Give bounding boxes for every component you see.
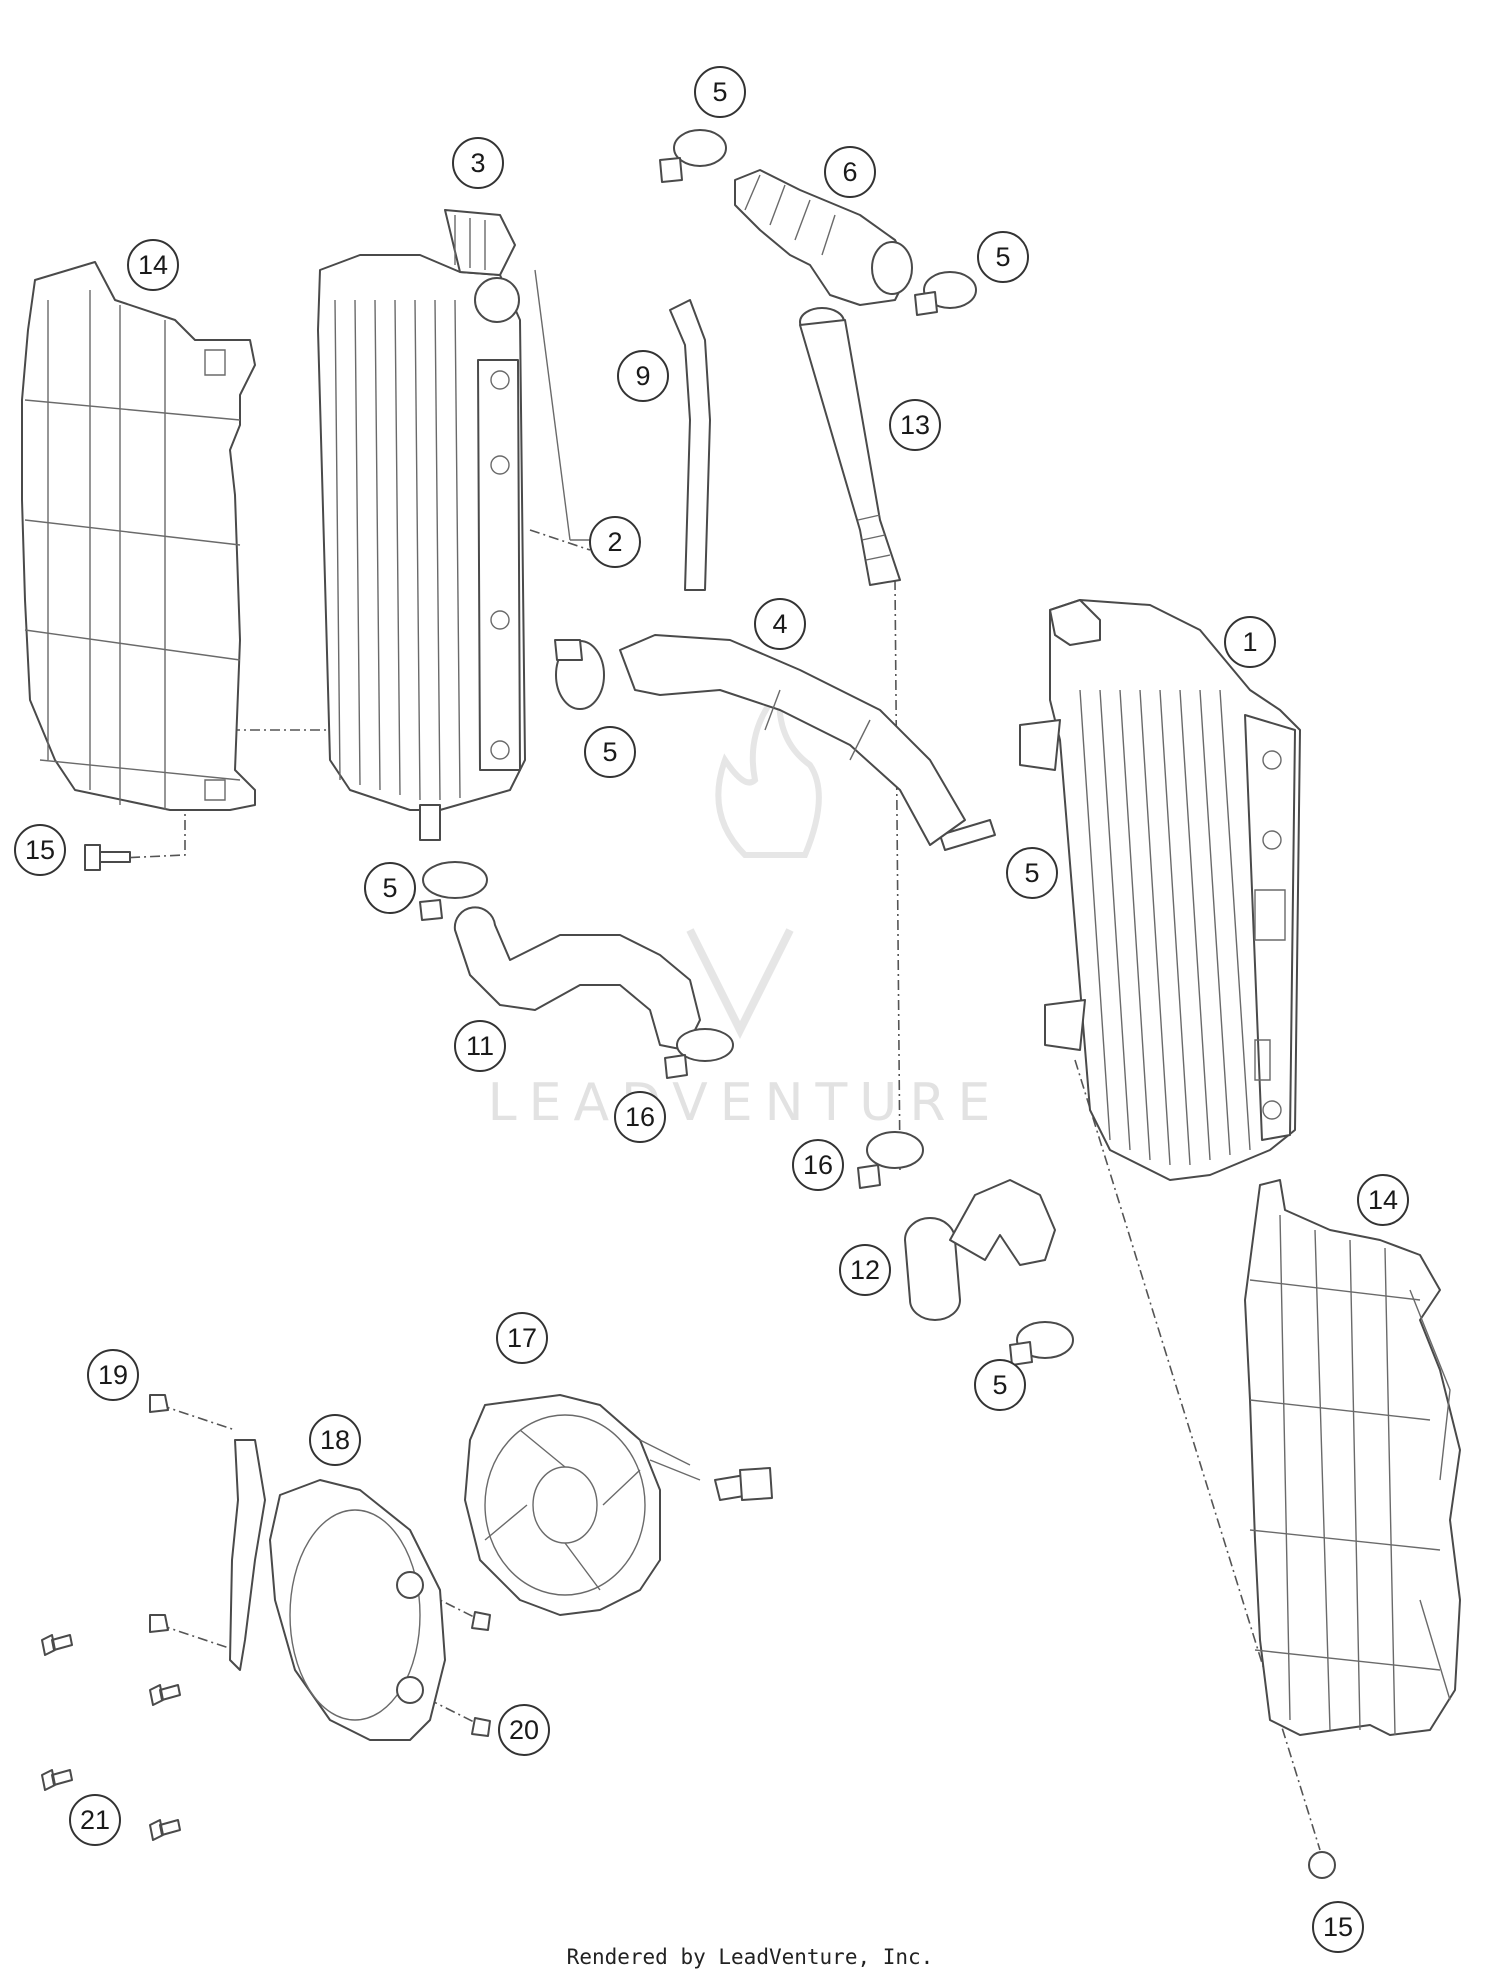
- callout-17: 17: [496, 1312, 548, 1364]
- cooling-fan: [464, 1394, 773, 1616]
- svg-text:21: 21: [80, 1805, 110, 1835]
- svg-text:4: 4: [772, 609, 787, 639]
- svg-text:20: 20: [509, 1715, 539, 1745]
- radiator-shroud-right: [1244, 1179, 1461, 1736]
- callout-5-b: 5: [977, 231, 1029, 283]
- svg-text:15: 15: [1323, 1912, 1353, 1942]
- svg-text:19: 19: [98, 1360, 128, 1390]
- radiator-right: [1019, 599, 1301, 1181]
- watermark-text: LEADVENTURE: [488, 1073, 1003, 1133]
- callout-4: 4: [754, 598, 806, 650]
- svg-text:11: 11: [466, 1031, 494, 1061]
- svg-text:5: 5: [382, 873, 397, 903]
- callout-13: 13: [889, 399, 941, 451]
- callout-2: 2: [589, 516, 641, 568]
- svg-text:15: 15: [25, 835, 55, 865]
- svg-text:12: 12: [850, 1255, 880, 1285]
- svg-text:6: 6: [842, 157, 857, 187]
- thermostat-housing: [734, 169, 913, 306]
- radiator-hose-lower-left: [453, 906, 701, 1051]
- callout-12: 12: [839, 1244, 891, 1296]
- radiator-shroud-left: [21, 261, 256, 811]
- callout-5-a: 5: [694, 66, 746, 118]
- callout-5-c: 5: [584, 726, 636, 778]
- callout-5-e: 5: [1006, 847, 1058, 899]
- bolts-15: [84, 844, 1336, 1879]
- hose-clamps: [419, 129, 1074, 1366]
- fan-shroud: [229, 1439, 446, 1741]
- svg-text:18: 18: [320, 1425, 350, 1455]
- svg-text:5: 5: [602, 737, 617, 767]
- svg-text:16: 16: [625, 1102, 655, 1132]
- callout-5-f: 5: [974, 1359, 1026, 1411]
- callout-20: 20: [498, 1704, 550, 1756]
- callout-14-left: 14: [127, 239, 179, 291]
- svg-text:5: 5: [712, 77, 727, 107]
- screws: [41, 1394, 491, 1841]
- callout-9: 9: [617, 350, 669, 402]
- svg-text:1: 1: [1242, 627, 1257, 657]
- callout-15-left: 15: [14, 824, 66, 876]
- callout-15-right: 15: [1312, 1901, 1364, 1953]
- callout-18: 18: [309, 1414, 361, 1466]
- callout-21: 21: [69, 1794, 121, 1846]
- flame-logo-icon: [715, 680, 822, 858]
- radiator-left: [317, 209, 595, 841]
- svg-text:14: 14: [138, 250, 168, 280]
- callout-1: 1: [1224, 616, 1276, 668]
- svg-text:9: 9: [635, 361, 650, 391]
- breather-hose: [669, 299, 711, 591]
- radiator-hose-lower-right: [904, 1179, 1056, 1321]
- svg-text:2: 2: [607, 527, 622, 557]
- hose-clamps-16: [664, 1028, 924, 1189]
- svg-text:5: 5: [1024, 858, 1039, 888]
- svg-text:16: 16: [803, 1150, 833, 1180]
- callout-14-right: 14: [1357, 1174, 1409, 1226]
- callout-5-d: 5: [364, 862, 416, 914]
- svg-text:14: 14: [1368, 1185, 1398, 1215]
- coolant-pipe: [799, 307, 901, 586]
- callout-3: 3: [452, 137, 504, 189]
- callout-19: 19: [87, 1349, 139, 1401]
- watermark: LEADVENTURE: [488, 680, 1003, 1133]
- footer-credit: Rendered by LeadVenture, Inc.: [566, 1945, 934, 1969]
- svg-text:5: 5: [995, 242, 1010, 272]
- svg-text:3: 3: [470, 148, 485, 178]
- callout-16-a: 16: [614, 1091, 666, 1143]
- radiator-hose-upper: [619, 634, 966, 846]
- svg-text:17: 17: [507, 1323, 537, 1353]
- svg-text:13: 13: [900, 410, 930, 440]
- callout-16-b: 16: [792, 1139, 844, 1191]
- chevron-logo-icon: [686, 928, 794, 1039]
- svg-text:5: 5: [992, 1370, 1007, 1400]
- callout-11: 11: [454, 1020, 506, 1072]
- callout-6: 6: [824, 146, 876, 198]
